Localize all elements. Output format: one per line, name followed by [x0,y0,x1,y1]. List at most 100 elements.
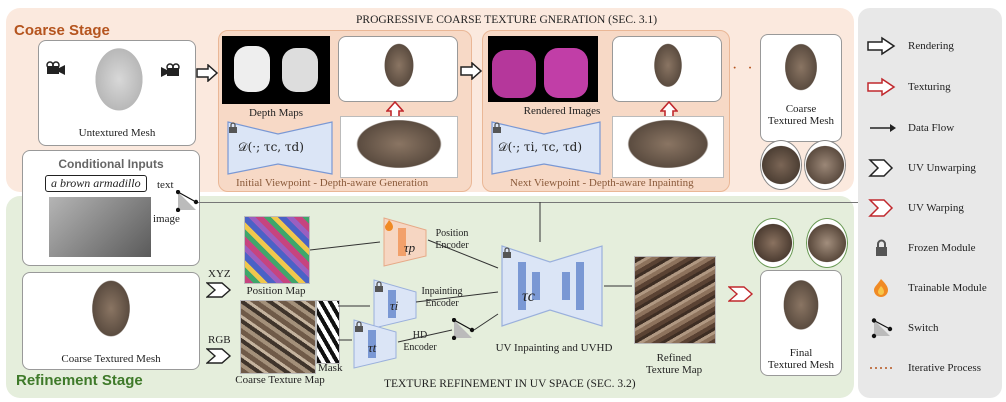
legend-item-uv-unwarping: UV Unwarping [866,158,998,180]
legend-label: Switch [908,322,939,334]
legend-item-trainable-module: Trainable Module [866,278,998,300]
switch-icon [866,318,900,340]
legend-item-iterative-process: Iterative Process [866,358,998,380]
refine-coarse-mesh-label: Coarse Textured Mesh [61,353,161,365]
depth-maps-image [222,36,330,104]
legend-label: Texturing [908,81,951,93]
rendered-view-image [338,36,458,102]
legend-item-switch: Switch [866,318,998,340]
final-textured-mesh-card: Final Textured Mesh [760,270,842,376]
data-flow-arrow-icon [866,118,900,140]
coarse-textured-mesh-card: Coarse Textured Mesh [760,34,842,142]
uv-warping-icon [866,198,900,220]
legend-label: UV Unwarping [908,162,976,174]
diffusion-module [226,120,334,181]
text-prompt: a brown armadillo [45,175,147,192]
position-encoder [382,216,428,273]
legend-item-frozen-module: Frozen Module [866,238,998,260]
camera-icon [159,63,181,84]
rendering-arrow-icon [460,61,483,85]
tau-p-label: τp [404,240,416,255]
legend-label: Data Flow [908,122,955,134]
refinement-section-title: TEXTURE REFINEMENT IN UV SPACE (SEC. 3.2… [384,378,636,390]
uv-unwarping-icon [205,282,232,303]
coarse-detail-zoom [760,140,802,190]
fire-icon [384,218,394,236]
legend-item-data-flow: Data Flow [866,118,998,140]
untextured-mesh-card: Untextured Mesh [38,40,196,146]
rendering-arrow-icon [196,63,219,87]
image-prompt [49,197,151,257]
coarse-texture-map-label: Coarse Texture Map [235,374,325,386]
image-input-label: image [153,213,180,225]
legend-item-rendering: Rendering [866,36,998,58]
lock-icon [374,280,384,298]
coarse-stage-label: Coarse Stage [14,22,110,39]
dotted-line-icon [866,358,900,380]
final-detail-zoom [806,218,848,268]
uv-unwarping-icon [866,158,900,180]
inpainting-encoder [372,278,418,335]
coarse-textured-mesh-label: Coarse Textured Mesh [767,103,835,127]
position-map-image [244,216,310,284]
legend-label: Frozen Module [908,242,976,254]
hd-encoder-label: HD Encoder [403,330,437,353]
rendered-images-label: Rendered Images [523,105,601,117]
depth-maps-label: Depth Maps [248,107,304,119]
next-diffusion-formula: 𝒟(·; τi, τc, τd) [498,140,583,154]
lock-icon [866,238,900,260]
mask-image [316,300,340,364]
refined-texture-map-label: Refined Texture Map [645,352,703,376]
legend-item-texturing: Texturing [866,77,998,99]
condition-flow-line [198,202,858,204]
generated-views-image [340,116,458,178]
lock-icon [502,246,512,264]
hd-encoder [352,318,398,375]
text-input-label: text [157,179,174,191]
legend-item-uv-warping: UV Warping [866,198,998,220]
coarse-section-title: PROGRESSIVE COARSE TEXTURE GNERATION (SE… [356,14,658,26]
legend-label: Rendering [908,40,954,52]
inpainted-views-image [612,116,724,178]
mask-label: Mask [318,362,343,374]
switch-icon [175,189,199,217]
next-viewpoint-label: Next Viewpoint - Depth-aware Inpainting [510,177,694,189]
refine-coarse-mesh-card: Coarse Textured Mesh [22,272,200,370]
refined-texture-map-image [634,256,716,344]
conditional-inputs-card: Conditional Inputs a brown armadillo tex… [22,150,200,266]
diffusion-module [490,120,602,181]
initial-diffusion-formula: 𝒟(·; τc, τd) [238,140,304,154]
refinement-stage-label: Refinement Stage [16,372,143,389]
uv-unet-module [500,244,604,333]
untextured-mesh-image [89,47,149,119]
uv-unwarping-icon [205,348,232,369]
switch-icon [451,317,475,345]
final-detail-zoom [752,218,794,268]
lock-icon [492,121,502,139]
uv-warping-icon [727,286,754,307]
inpainting-encoder-label: Inpainting Encoder [421,286,463,309]
position-encoder-label: Position Encoder [435,228,469,251]
rendering-arrow-icon [866,36,900,58]
camera-icon [45,61,67,82]
lock-icon [354,320,364,338]
texturing-arrow-icon [866,77,900,99]
untextured-mesh-label: Untextured Mesh [78,127,156,139]
initial-viewpoint-label: Initial Viewpoint - Depth-aware Generati… [236,177,429,189]
legend-label: Trainable Module [908,282,987,294]
position-map-label: Position Map [246,285,306,297]
legend-label: Iterative Process [908,362,981,374]
conditional-inputs-title: Conditional Inputs [58,157,164,171]
rendered-images-image [488,36,598,102]
legend-label: UV Warping [908,202,964,214]
coarse-detail-zoom [804,140,846,190]
unet-label: UV Inpainting and UVHD [495,342,613,354]
iterative-ellipsis: · · · [732,60,771,77]
tau-t-label: τt [368,340,377,355]
rgb-label: RGB [208,334,231,346]
lock-icon [228,121,238,139]
final-textured-mesh-label: Final Textured Mesh [767,347,835,371]
coarse-texture-map-image [240,300,316,374]
xyz-label: XYZ [208,268,231,280]
